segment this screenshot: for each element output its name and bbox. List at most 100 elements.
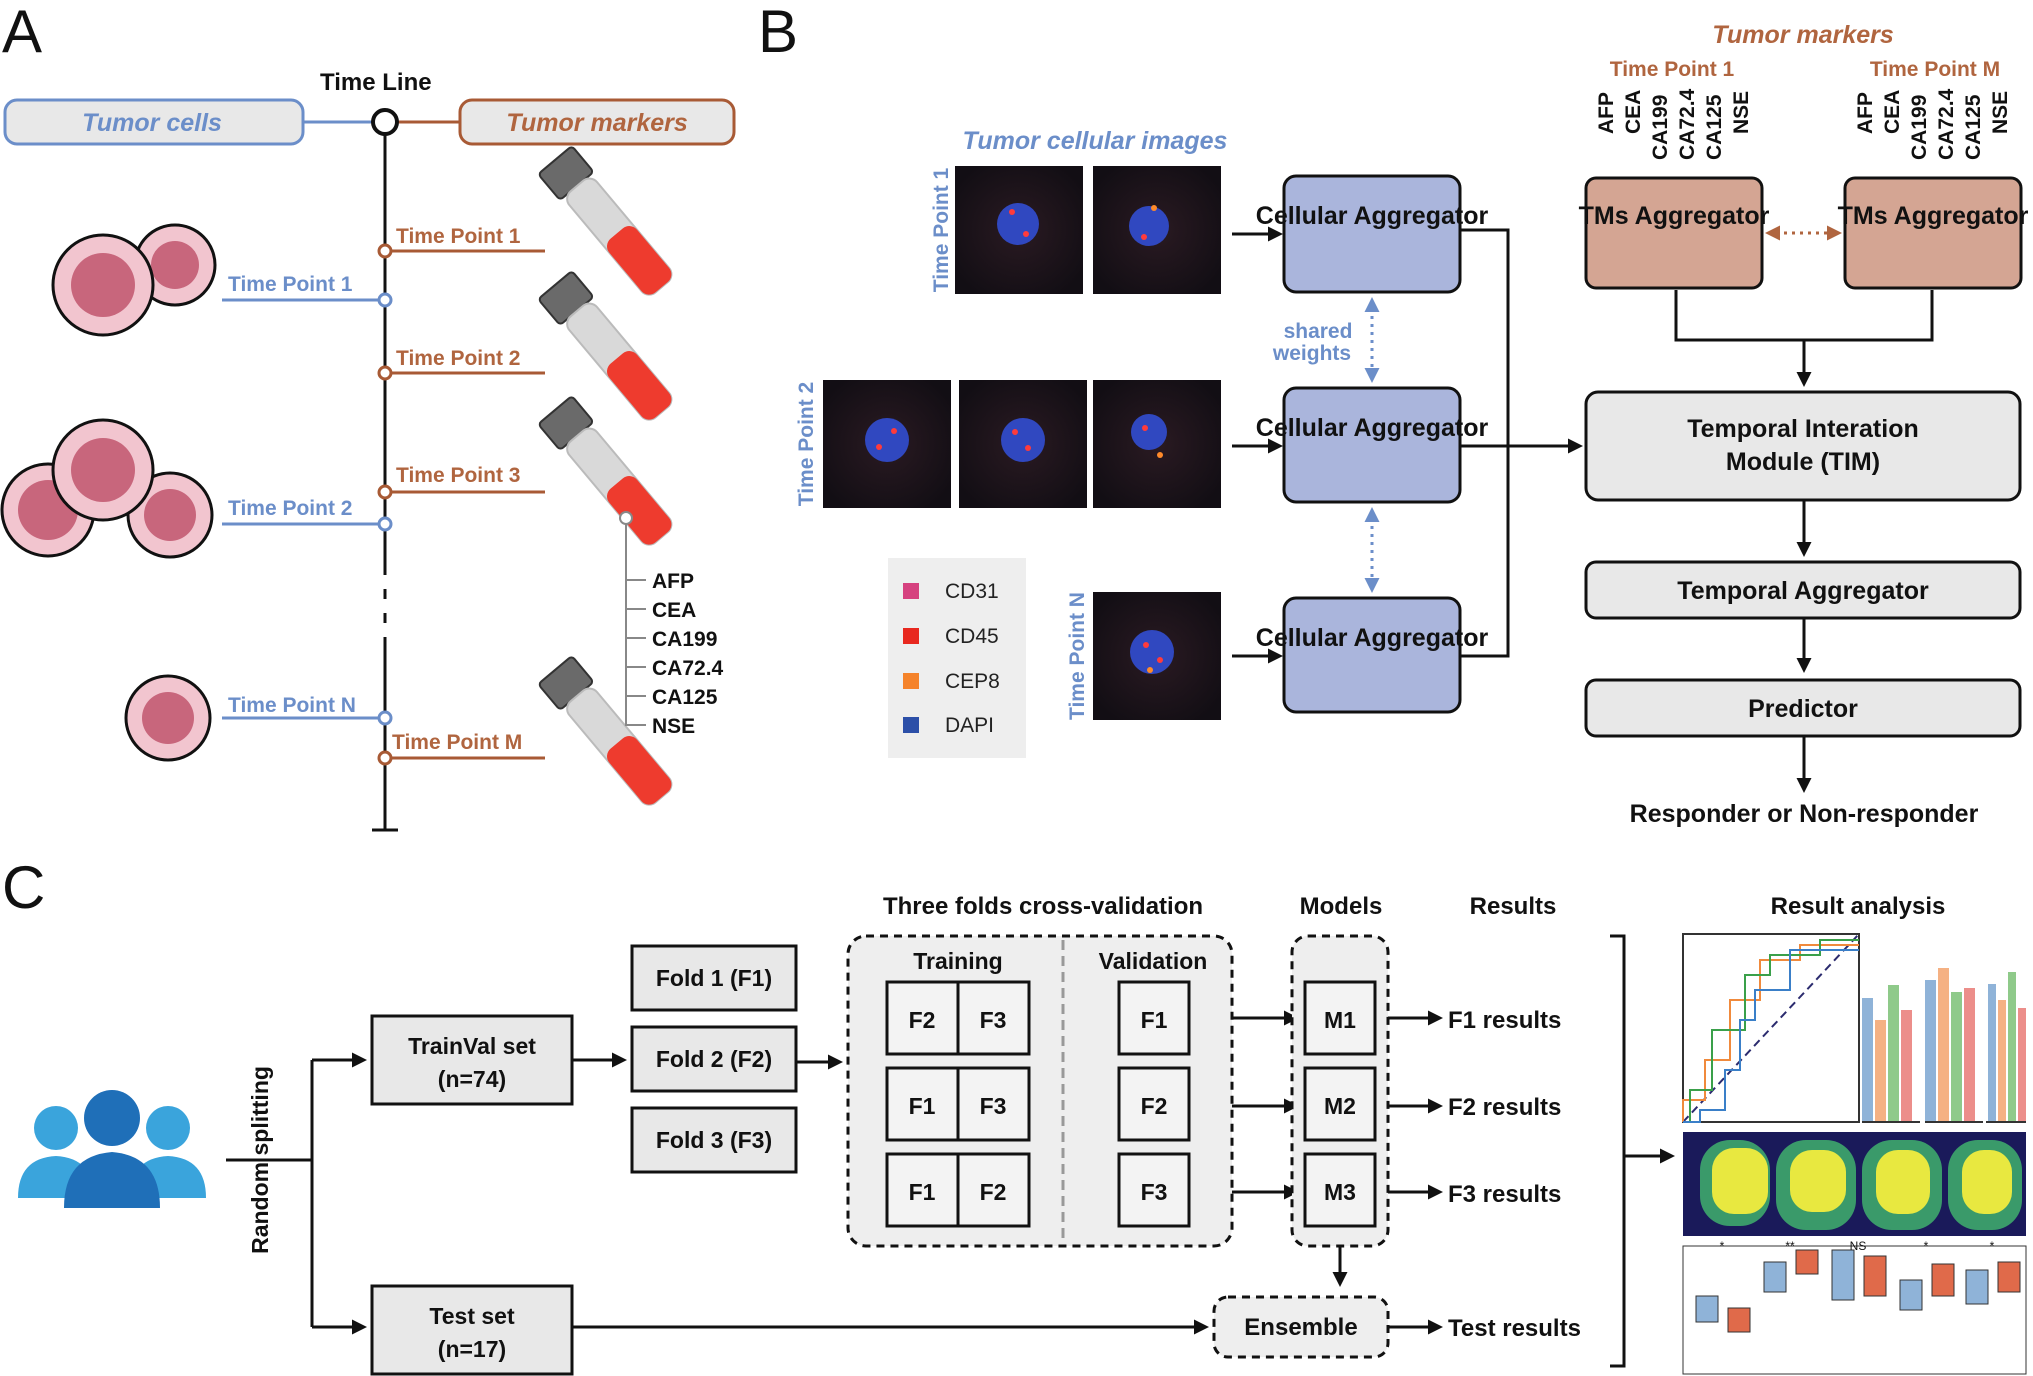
- box-sig-4: *: [1924, 1239, 1929, 1253]
- marker-cea: CEA: [652, 599, 696, 622]
- tms-tp1-ca724: CA72.4: [1676, 88, 1699, 160]
- train-r2-b: F3: [980, 1093, 1007, 1119]
- cell-time-point-1: Time Point 1: [228, 273, 353, 296]
- tim-label-line1: Temporal Interation: [1687, 415, 1919, 443]
- cell-cluster-2-icon: [0, 418, 214, 559]
- models-title: Models: [1300, 893, 1383, 920]
- legend-cd45: CD45: [945, 625, 999, 648]
- trainval-count: (n=74): [438, 1066, 506, 1092]
- row-label-tp1: Time Point 1: [930, 167, 953, 292]
- results-bracket: [1610, 934, 1626, 1368]
- tms-tp1-nse: NSE: [1730, 91, 1753, 134]
- tms-merge-lines: [1674, 290, 1934, 342]
- result-f2: F2 results: [1448, 1094, 1561, 1121]
- tumor-cell-icons: [0, 223, 217, 762]
- fold-1-label: Fold 1 (F1): [656, 965, 772, 991]
- row-label-tpn: Time Point N: [1066, 592, 1089, 720]
- cellular-aggregators: Cellular Aggregator Cellular Aggregator …: [1256, 174, 1489, 714]
- cell-image-tp1-b: [1093, 166, 1221, 294]
- timeline-start-node: [371, 108, 399, 136]
- folds: Fold 1 (F1) Fold 2 (F2) Fold 3 (F3): [630, 944, 798, 1174]
- image-to-aggregator-arrows: [1232, 226, 1283, 664]
- aggregator-to-tim-arrows: [1460, 228, 1583, 658]
- model-m1: M1: [1324, 1007, 1356, 1033]
- model-to-result-arrows: [1388, 1010, 1443, 1200]
- tms-tp1-ca125: CA125: [1703, 94, 1726, 160]
- train-r2-a: F1: [909, 1093, 936, 1119]
- marker-time-point-3: Time Point 3: [396, 464, 520, 487]
- trainval-box: [370, 1014, 574, 1106]
- legend-cd31: CD31: [945, 580, 999, 603]
- stain-legend: CD31 CD45 CEP8 DAPI: [888, 558, 1026, 758]
- cv-to-model-arrows: [1232, 1010, 1299, 1200]
- train-r3-a: F1: [909, 1179, 936, 1205]
- marker-nse: NSE: [652, 715, 695, 738]
- fold-3-box: [630, 1106, 798, 1174]
- tms-time-point-m: Time Point M: [1870, 58, 2000, 81]
- blood-tube-m-icon: [538, 656, 673, 806]
- blood-tube-3-icon: [538, 396, 673, 546]
- test-results-label: Test results: [1448, 1315, 1581, 1342]
- train-r1-a: F2: [909, 1007, 936, 1033]
- tumor-cells-label: Tumor cells: [82, 109, 222, 137]
- box-sig-3: NS: [1850, 1239, 1867, 1253]
- legend-dapi: DAPI: [945, 714, 994, 737]
- tms-markers-tp1: AFP CEA CA199 CA72.4 CA125 NSE: [1595, 88, 1753, 160]
- tms-aggregator-1-label: TMs Aggregator: [1579, 202, 1770, 230]
- cellular-aggregator-1: [1282, 174, 1462, 294]
- tms-aggregator-m-label: TMs Aggregator: [1838, 202, 2029, 230]
- train-r1-b: F3: [980, 1007, 1007, 1033]
- marker-time-point-1: Time Point 1: [396, 225, 521, 248]
- marker-time-point-m: Time Point M: [392, 731, 522, 754]
- cv-title: Three folds cross-validation: [883, 893, 1203, 920]
- images-title: Tumor cellular images: [963, 127, 1228, 155]
- result-f3: F3 results: [1448, 1181, 1561, 1208]
- result-f1: F1 results: [1448, 1007, 1561, 1034]
- tms-tp1-cea: CEA: [1622, 90, 1645, 134]
- marker-time-points: Time Point 1 Time Point 2 Time Point 3 T…: [377, 225, 545, 766]
- test-count: (n=17): [438, 1336, 506, 1362]
- cell-image-tp2-b: [959, 380, 1087, 508]
- cell-time-points: Time Point 1 Time Point 2 Time Point N: [222, 273, 393, 726]
- marker-afp: AFP: [652, 570, 694, 593]
- analysis-title: Result analysis: [1771, 893, 1946, 920]
- validation-grid: F1 F2 F3: [1117, 980, 1191, 1228]
- marker-time-point-2: Time Point 2: [396, 347, 520, 370]
- training-title: Training: [913, 948, 1002, 974]
- output-label: Responder or Non-responder: [1630, 800, 1979, 828]
- tms-tp1-ca199: CA199: [1649, 95, 1672, 160]
- blood-tube-icons: [538, 146, 673, 806]
- legend-cep8: CEP8: [945, 670, 1000, 693]
- bar-thumbnails: [1862, 934, 2026, 1123]
- cellular-aggregator-3: [1282, 596, 1462, 714]
- trainval-label: TrainVal set: [408, 1033, 536, 1059]
- tms-aggregator-1: [1584, 176, 1764, 290]
- shared-weights-line1: shared: [1284, 320, 1353, 343]
- cell-time-point-2: Time Point 2: [228, 497, 352, 520]
- box-sig-2: **: [1785, 1239, 1795, 1253]
- cellular-aggregator-1-label: Cellular Aggregator: [1256, 202, 1489, 230]
- predictor-label: Predictor: [1748, 695, 1858, 723]
- cell-image-tp2-c: [1093, 380, 1221, 508]
- marker-ca125: CA125: [652, 686, 718, 709]
- tms-tpm-afp: AFP: [1854, 92, 1877, 134]
- box-sig-5: *: [1990, 1239, 1995, 1253]
- random-splitting-label: Random splitting: [247, 1066, 273, 1254]
- val-r1: F1: [1141, 1007, 1168, 1033]
- panel-c-letter: C: [2, 854, 45, 921]
- cellular-aggregator-2-label: Cellular Aggregator: [1256, 414, 1489, 442]
- model-m2: M2: [1324, 1093, 1356, 1119]
- cell-time-point-n: Time Point N: [228, 694, 356, 717]
- row-label-tp2: Time Point 2: [795, 382, 818, 506]
- panel-b-letter: B: [758, 0, 798, 65]
- heatmap-thumbnails: [1683, 1132, 2026, 1236]
- cell-image-tp2-a: [823, 380, 951, 508]
- tms-time-point-1: Time Point 1: [1610, 58, 1735, 81]
- results-title: Results: [1470, 893, 1557, 920]
- tms-tpm-ca125: CA125: [1962, 94, 1985, 160]
- tms-tp1-afp: AFP: [1595, 92, 1618, 134]
- marker-ca199: CA199: [652, 628, 717, 651]
- model-m3: M3: [1324, 1179, 1356, 1205]
- fold-3-label: Fold 3 (F3): [656, 1127, 772, 1153]
